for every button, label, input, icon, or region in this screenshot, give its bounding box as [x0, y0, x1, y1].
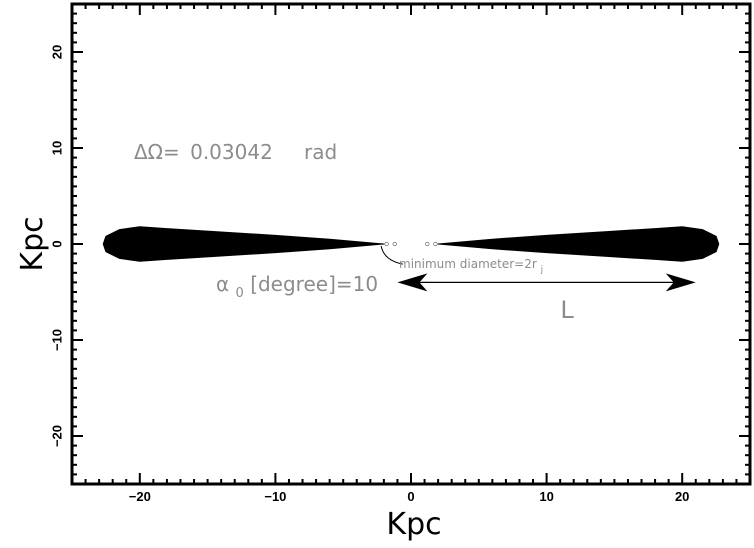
- y-tick-label: −10: [49, 329, 64, 351]
- alpha-rest: [degree]=10: [250, 272, 378, 296]
- min-diameter-pointer: [380, 245, 403, 265]
- tick-labels: −20 −10 0 10 20 −20 −10 0 10 20: [49, 45, 689, 504]
- x-tick-label: −20: [129, 489, 151, 504]
- x-tick-label: 20: [675, 489, 689, 504]
- alpha-symbol: α: [216, 272, 229, 296]
- min-diameter-annotation: minimum diameter=2r j: [399, 257, 543, 275]
- y-tick-label: 10: [49, 141, 64, 155]
- jet-lobes: [102, 226, 720, 262]
- x-tick-label: 0: [407, 489, 414, 504]
- x-tick-label: −10: [264, 489, 286, 504]
- delta-omega-value: 0.03042: [190, 140, 273, 164]
- min-diameter-subscript: j: [540, 265, 544, 275]
- delta-omega-unit: rad: [304, 140, 337, 164]
- axes: [70, 2, 752, 486]
- core-point: [433, 241, 438, 247]
- y-tick-label: −20: [49, 425, 64, 447]
- length-arrow-head-right: [665, 273, 696, 292]
- core-point: [425, 241, 430, 247]
- core-point: [392, 241, 397, 247]
- annotations: [380, 245, 696, 292]
- length-label: L: [560, 296, 574, 324]
- delta-omega-label: ΔΩ=: [134, 140, 180, 164]
- length-arrow-head-left: [397, 273, 428, 292]
- core-point: [384, 241, 389, 247]
- y-axis-title: Kpc: [15, 216, 50, 271]
- jet-lobe-left: [102, 226, 385, 262]
- delta-omega-annotation: ΔΩ= 0.03042 rad: [134, 140, 337, 164]
- alpha-subscript: 0: [236, 286, 244, 301]
- y-tick-label: 0: [49, 240, 64, 247]
- x-tick-label: 10: [539, 489, 553, 504]
- x-axis-title: Kpc: [386, 507, 441, 542]
- min-diameter-text: minimum diameter=2r: [399, 257, 537, 271]
- jet-lobe-right: [437, 226, 720, 262]
- y-tick-label: 20: [49, 45, 64, 59]
- alpha-annotation: α 0 [degree]=10: [216, 272, 378, 302]
